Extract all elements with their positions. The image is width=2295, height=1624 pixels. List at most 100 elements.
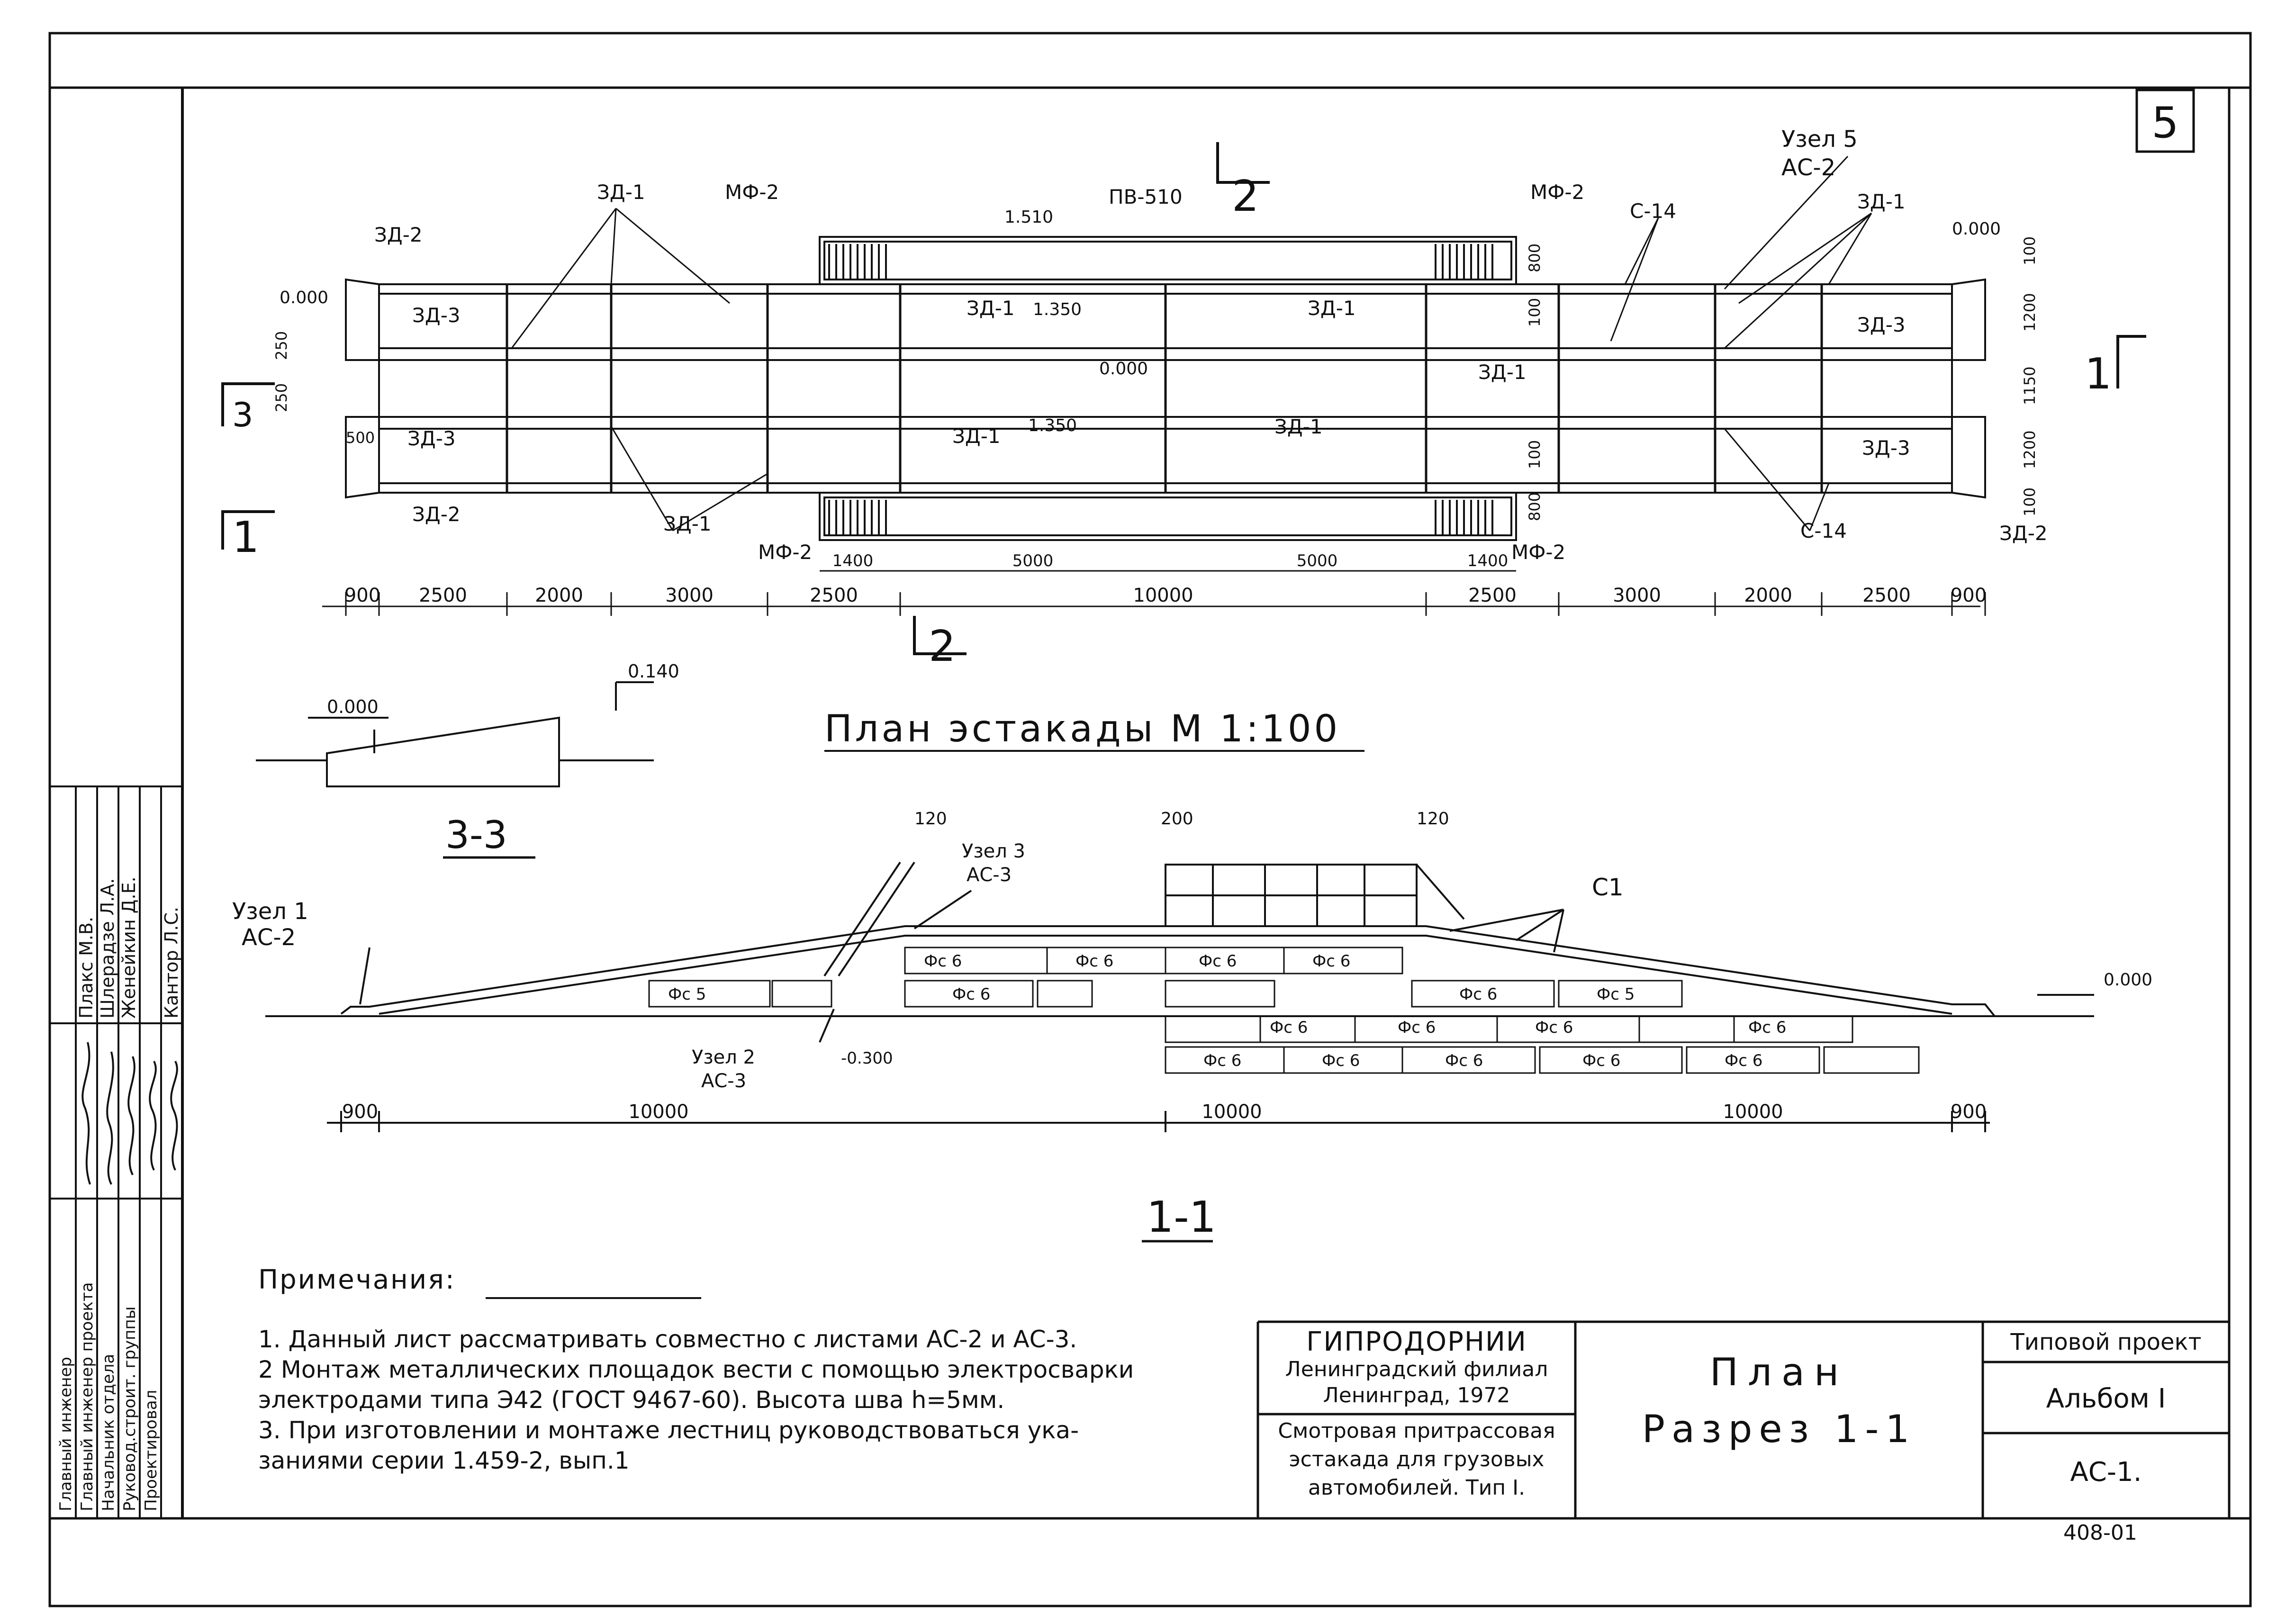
sheet-number-box — [2135, 89, 2195, 153]
svg-text:500: 500 — [346, 429, 375, 447]
left-stamp-lines — [50, 785, 182, 1518]
svg-text:800: 800 — [1526, 492, 1544, 521]
svg-text:Фс 5: Фс 5 — [1597, 985, 1635, 1004]
svg-text:900: 900 — [1951, 1101, 1987, 1123]
section-cut-marks — [221, 142, 2146, 655]
document-number: 408-01 — [2063, 1521, 2137, 1545]
svg-text:Фс 6: Фс 6 — [1203, 1051, 1241, 1070]
plan-cross-ribs — [506, 284, 1823, 493]
section-3-3-concrete — [326, 716, 560, 787]
svg-text:10000: 10000 — [1723, 1101, 1783, 1123]
svg-text:Фс 6: Фс 6 — [1445, 1051, 1483, 1070]
svg-text:250: 250 — [272, 331, 290, 360]
svg-text:1200: 1200 — [2021, 293, 2039, 332]
svg-text:0.000: 0.000 — [280, 288, 328, 307]
svg-text:ЗД-1: ЗД-1 — [1857, 190, 1906, 213]
svg-text:0.000: 0.000 — [2104, 970, 2152, 990]
svg-text:120: 120 — [1417, 809, 1449, 829]
section-3-3-labels: 0.000 0.140 — [327, 661, 679, 717]
left-stamp-roles: Главный инженер Главный инженер проекта … — [56, 1282, 161, 1511]
svg-text:100: 100 — [2021, 487, 2039, 516]
svg-text:Главный инженер проекта: Главный инженер проекта — [78, 1282, 97, 1511]
svg-text:Фс 6: Фс 6 — [1322, 1051, 1360, 1070]
plan-platform-top-inner — [823, 241, 1512, 280]
sheet-title-section: Разрез 1-1 — [1642, 1407, 1916, 1451]
svg-text:Женейкин Д.Е.: Женейкин Д.Е. — [118, 876, 139, 1019]
svg-text:2500: 2500 — [1862, 585, 1911, 606]
svg-text:2000: 2000 — [535, 585, 583, 606]
sheet-number: 5 — [2151, 98, 2178, 148]
svg-text:100: 100 — [1526, 440, 1544, 469]
svg-text:Фс 6: Фс 6 — [1748, 1018, 1786, 1037]
project-desc-2: эстакада для грузовых — [1289, 1447, 1545, 1471]
svg-text:ЗД-1: ЗД-1 — [967, 297, 1015, 320]
svg-text:АС-3: АС-3 — [967, 864, 1012, 886]
svg-text:С-14: С-14 — [1800, 519, 1847, 542]
svg-text:Фс 6: Фс 6 — [1199, 952, 1237, 971]
svg-text:ЗД-2: ЗД-2 — [1999, 522, 2048, 545]
note-2: 2 Монтаж металлических площадок вести с … — [258, 1356, 1134, 1383]
notes-title: Примечания: — [258, 1264, 456, 1295]
svg-text:ЗД-1: ЗД-1 — [1478, 361, 1527, 384]
svg-text:120: 120 — [914, 809, 947, 829]
svg-text:100: 100 — [2021, 236, 2039, 265]
svg-text:2: 2 — [929, 622, 956, 671]
note-3-cont: заниями серии 1.459-2, вып.1 — [258, 1447, 630, 1474]
svg-text:1400: 1400 — [1467, 551, 1509, 570]
svg-text:ЗД-1: ЗД-1 — [952, 424, 1001, 448]
plan-leaders — [511, 155, 1872, 532]
svg-text:ЗД-1: ЗД-1 — [663, 512, 712, 535]
svg-text:АС-2: АС-2 — [242, 924, 296, 951]
plan-right-ramp-end — [1952, 278, 1986, 361]
section-3-3-title: 3-3 — [445, 813, 507, 857]
svg-text:900: 900 — [1951, 585, 1987, 606]
svg-text:Кантор Л.С.: Кантор Л.С. — [161, 907, 182, 1019]
svg-text:С-14: С-14 — [1630, 199, 1676, 223]
svg-text:Фс 6: Фс 6 — [1312, 952, 1350, 971]
svg-text:АС-2: АС-2 — [1781, 154, 1835, 181]
plan-labels: ЗД-1 ЗД-2 ЗД-3 ЗД-3 ЗД-2 ЗД-1 ЗД-1 ЗД-1 … — [280, 126, 2048, 564]
svg-text:ЗД-3: ЗД-3 — [412, 304, 461, 327]
svg-text:Руковод.строит. группы: Руковод.строит. группы — [120, 1307, 139, 1511]
svg-text:100: 100 — [1526, 298, 1544, 327]
sheet-title-plan: План — [1709, 1350, 1849, 1394]
svg-text:1150: 1150 — [2021, 367, 2039, 405]
svg-text:Главный инженер: Главный инженер — [56, 1357, 75, 1511]
svg-text:ЗД-2: ЗД-2 — [412, 503, 461, 526]
svg-text:Плакс М.В.: Плакс М.В. — [76, 917, 97, 1019]
svg-text:10000: 10000 — [628, 1101, 688, 1123]
org-name: ГИПРОДОРНИИ — [1306, 1326, 1527, 1357]
svg-text:2: 2 — [1232, 171, 1259, 221]
svg-text:0.000: 0.000 — [1099, 359, 1148, 379]
svg-text:Фс 5: Фс 5 — [668, 985, 706, 1004]
album: Альбом I — [2046, 1383, 2166, 1414]
plan-dimension-line — [322, 570, 1986, 616]
svg-text:Узел 1: Узел 1 — [232, 898, 308, 925]
svg-text:5000: 5000 — [1012, 551, 1054, 570]
svg-text:Фс 6: Фс 6 — [1075, 952, 1113, 971]
svg-text:С1: С1 — [1592, 874, 1624, 901]
section-foundation-blocks — [648, 947, 1920, 1074]
svg-text:800: 800 — [1526, 244, 1544, 272]
svg-text:1200: 1200 — [2021, 431, 2039, 469]
svg-text:ЗД-3: ЗД-3 — [407, 427, 456, 450]
svg-text:Шлерадзе Л.А.: Шлерадзе Л.А. — [97, 878, 118, 1019]
svg-text:200: 200 — [1161, 809, 1193, 829]
svg-text:3000: 3000 — [665, 585, 714, 606]
svg-text:Фс 6: Фс 6 — [1725, 1051, 1762, 1070]
section-3-3 — [256, 681, 654, 787]
plan-title: План эстакады М 1:100 — [824, 708, 1340, 750]
svg-text:900: 900 — [344, 585, 380, 606]
left-stamp-names: Плакс М.В. Шлерадзе Л.А. Женейкин Д.Е. К… — [76, 876, 182, 1019]
svg-text:ЗД-2: ЗД-2 — [374, 223, 423, 246]
outer-frame — [48, 32, 2252, 1607]
svg-text:Узел 3: Узел 3 — [962, 840, 1025, 862]
note-2-cont: электродами типа Э42 (ГОСТ 9467-60). Выс… — [258, 1386, 1005, 1414]
plan-platform-top — [819, 236, 1517, 285]
svg-text:1.510: 1.510 — [1004, 208, 1053, 227]
svg-text:Начальник отдела: Начальник отдела — [99, 1354, 118, 1511]
typical-project: Типовой проект — [2010, 1329, 2202, 1355]
section-1-1-dimension-values: 900 10000 10000 10000 900 — [342, 1101, 1987, 1123]
section-deck-bottom — [379, 935, 1952, 1015]
